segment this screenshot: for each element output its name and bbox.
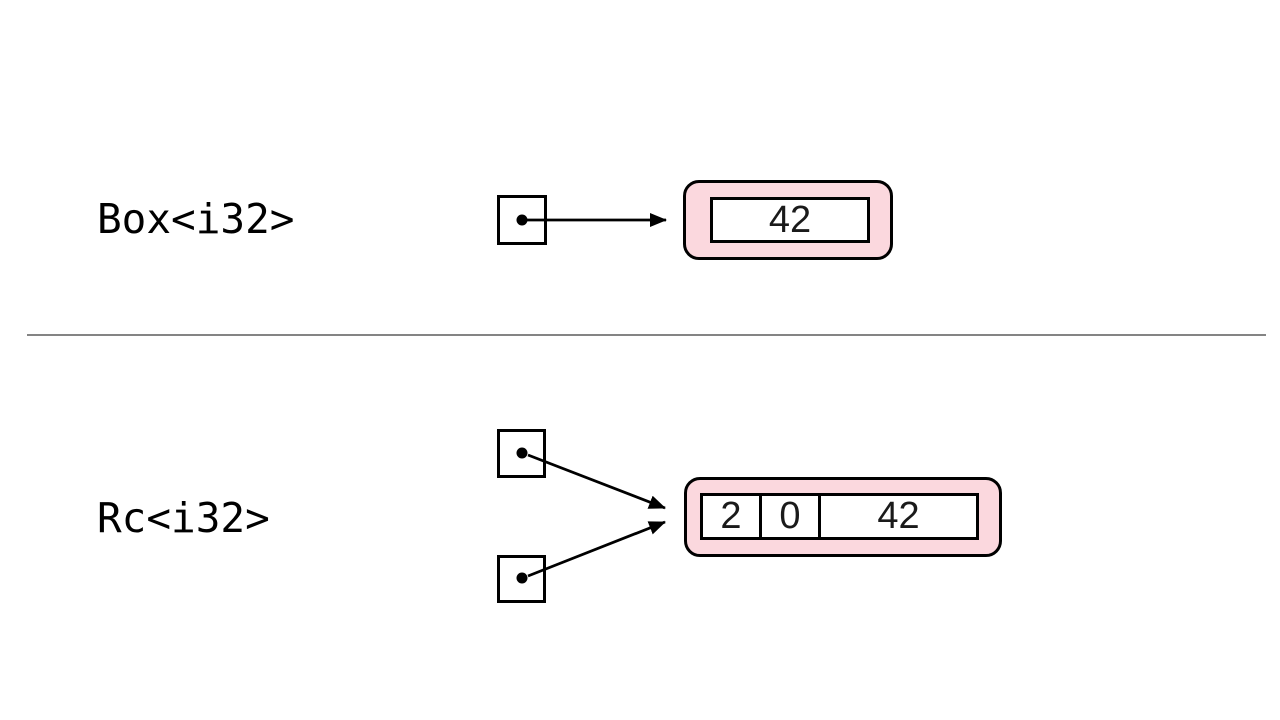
rc-type-label: Rc<i32>	[97, 494, 270, 542]
box-stack-pointer-cell	[497, 195, 547, 245]
rc-stack-pointer-cell-1	[497, 429, 546, 478]
rc-heap-allocation: 2 0 42	[684, 477, 1002, 557]
rc-pointer-1-arrow-icon	[527, 453, 666, 510]
box-heap-value-cell: 42	[710, 197, 870, 243]
section-divider-line	[27, 334, 1266, 336]
rc-stack-pointer-cell-2	[497, 555, 546, 603]
rc-pointer-2-arrow-icon	[527, 520, 666, 578]
rc-heap-value-cell: 42	[818, 495, 976, 537]
rc-weak-count-cell: 0	[759, 495, 818, 537]
box-heap-allocation: 42	[683, 180, 893, 260]
rc-heap-strip: 2 0 42	[700, 493, 979, 540]
rc-strong-count-cell: 2	[720, 495, 742, 537]
box-type-label: Box<i32>	[97, 195, 295, 243]
